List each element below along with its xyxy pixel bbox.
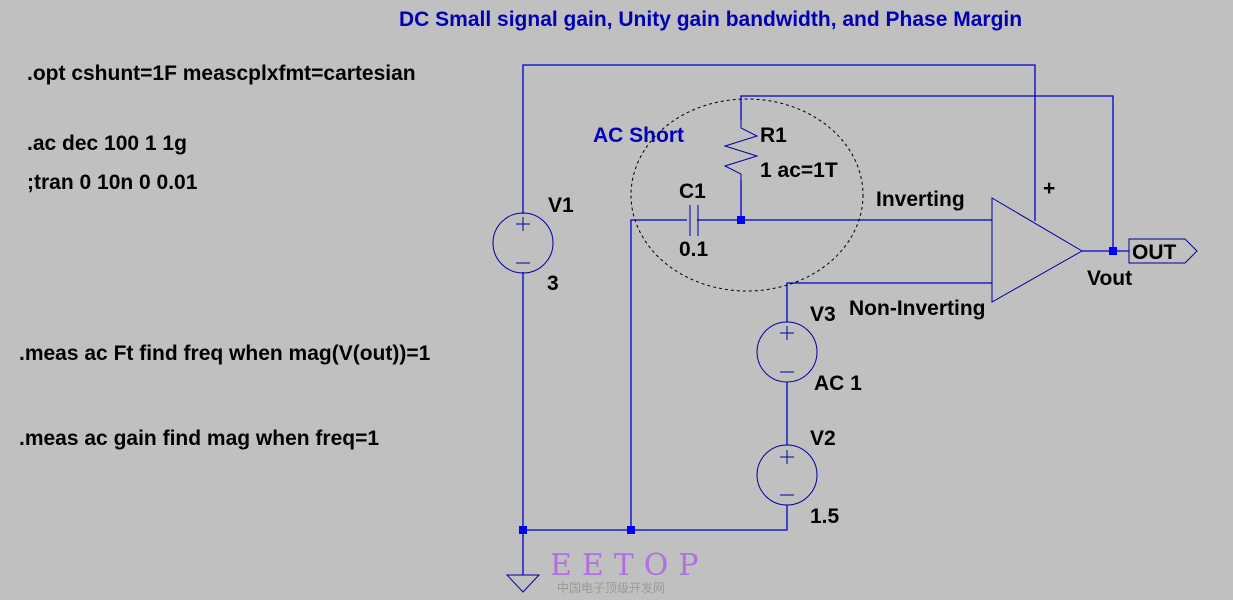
r1-value: 1 ac=1T [760, 159, 838, 182]
v2-name: V2 [810, 427, 836, 450]
net-label-non-inverting: Non-Inverting [849, 297, 986, 320]
directive-meas-gain[interactable]: .meas ac gain find mag when freq=1 [19, 427, 379, 450]
r1-name: R1 [760, 124, 787, 147]
v3-value: AC 1 [814, 372, 862, 395]
v2-value: 1.5 [810, 505, 840, 528]
wire-v1-supply[interactable] [522, 64, 1036, 221]
opamp-plus-label: + [1043, 177, 1055, 200]
wire-non-inverting[interactable] [786, 282, 992, 322]
v1-value: 3 [547, 272, 559, 295]
voltage-source-v2[interactable] [756, 444, 818, 506]
c1-name: C1 [679, 180, 706, 203]
v1-name: V1 [548, 194, 574, 217]
v3-name: V3 [810, 303, 836, 326]
source-circle-icon [756, 444, 818, 506]
voltage-source-v1[interactable] [492, 212, 554, 274]
resistor-r1-icon[interactable] [723, 120, 759, 180]
c1-value: 0.1 [679, 238, 709, 261]
source-circle-icon [492, 212, 554, 274]
wire-feedback[interactable] [740, 95, 1114, 251]
junction-ground-c1 [627, 526, 635, 534]
schematic-title: DC Small signal gain, Unity gain bandwid… [399, 8, 1022, 31]
out-port-icon[interactable] [1128, 238, 1198, 264]
directive-tran-comment[interactable]: ;tran 0 10n 0 0.01 [27, 171, 198, 194]
opamp-icon[interactable] [991, 197, 1083, 303]
watermark-brand: EETOP [550, 548, 709, 583]
directive-opt[interactable]: .opt cshunt=1F meascplxfmt=cartesian [27, 62, 416, 85]
junction-r1-c1 [737, 216, 745, 224]
capacitor-c1-icon[interactable] [689, 205, 699, 236]
ac-short-outline [630, 98, 864, 292]
junction-ground-left [519, 526, 527, 534]
ground-icon[interactable] [505, 574, 541, 593]
junction-output [1109, 247, 1117, 255]
directive-ac[interactable]: .ac dec 100 1 1g [27, 132, 187, 155]
wire-c1-left[interactable] [630, 219, 687, 530]
net-label-inverting: Inverting [876, 188, 965, 211]
voltage-source-v3[interactable] [756, 321, 818, 383]
wires [522, 64, 1129, 575]
ac-short-label: AC Short [593, 124, 684, 147]
watermark-subtitle: 中国电子顶级开发网 [557, 580, 665, 595]
net-label-vout: Vout [1087, 267, 1132, 290]
wire-ground-rail[interactable] [523, 505, 788, 531]
out-port-label: OUT [1132, 241, 1177, 264]
source-circle-icon [756, 321, 818, 383]
directive-meas-ft[interactable]: .meas ac Ft find freq when mag(V(out))=1 [19, 342, 431, 365]
